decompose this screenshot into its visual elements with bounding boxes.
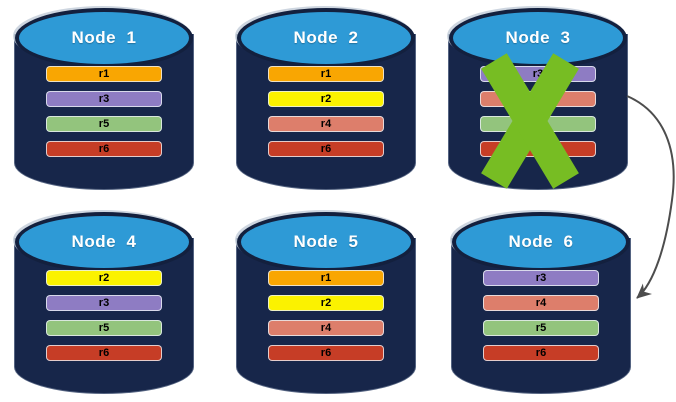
replica-label: r5	[98, 117, 110, 130]
node-5-cylinder: Node 5 r1 r2 r4 r6	[236, 212, 416, 394]
recovery-arrow-path	[626, 95, 675, 299]
replica-label: r1	[320, 271, 332, 284]
node-5-title: Node 5	[293, 232, 359, 251]
replica-bar: r2	[268, 295, 384, 311]
replica-label: r4	[320, 117, 332, 130]
replica-label: r6	[535, 346, 547, 359]
replica-label: r5	[98, 321, 110, 334]
replica-label: r6	[98, 142, 110, 155]
replica-bar: r6	[483, 345, 599, 361]
replica-label: r4	[320, 321, 332, 334]
replica-bar: r5	[46, 116, 162, 132]
replica-bar: r3	[483, 270, 599, 286]
replica-label: r6	[320, 142, 332, 155]
node-2-replica-list: r1 r2 r4 r6	[268, 66, 384, 157]
replica-bar: r5	[46, 320, 162, 336]
replica-bar: r4	[268, 320, 384, 336]
node-4-cylinder-top: Node 4	[15, 212, 193, 272]
node-2-cylinder: Node 2 r1 r2 r4 r6	[236, 8, 416, 190]
replica-bar: r2	[46, 270, 162, 286]
node-3-title: Node 3	[505, 28, 571, 47]
replica-label: r1	[98, 67, 110, 80]
node-4-title: Node 4	[71, 232, 137, 251]
replica-bar: r5	[483, 320, 599, 336]
node-1-title: Node 1	[71, 28, 137, 47]
replica-label: r3	[532, 67, 544, 80]
replica-bar: r1	[268, 270, 384, 286]
replica-label: r6	[98, 346, 110, 359]
replica-bar: r3	[46, 91, 162, 107]
replica-label: r1	[320, 67, 332, 80]
replica-label: r2	[98, 271, 110, 284]
replica-label: r5	[535, 321, 547, 334]
node-4-cylinder: Node 4 r2 r3 r5 r6	[14, 212, 194, 394]
replica-label: r4	[535, 296, 547, 309]
replica-bar: r6	[46, 141, 162, 157]
replica-label: r2	[320, 92, 332, 105]
node-1-cylinder: Node 1 r1 r3 r5 r6	[14, 8, 194, 190]
node-2-title: Node 2	[293, 28, 359, 47]
node-5-replica-list: r1 r2 r4 r6	[268, 270, 384, 361]
node-1-cylinder-top: Node 1	[15, 8, 193, 68]
replica-label: r3	[535, 271, 547, 284]
node-6-replica-list: r3 r4 r5 r6	[483, 270, 599, 361]
replica-bar: r4	[483, 295, 599, 311]
replica-bar: r4	[268, 116, 384, 132]
node-3-cylinder: Node 3 r3 r4 r5 r6	[448, 8, 628, 190]
node-6-title: Node 6	[508, 232, 574, 251]
replica-label: r3	[98, 92, 110, 105]
replica-bar: r1	[268, 66, 384, 82]
replica-bar: r2	[268, 91, 384, 107]
replica-label: r3	[98, 296, 110, 309]
replica-label: r6	[320, 346, 332, 359]
replica-bar: r6	[268, 345, 384, 361]
node-1-replica-list: r1 r3 r5 r6	[46, 66, 162, 157]
replica-label: r2	[320, 296, 332, 309]
node-6-cylinder: Node 6 r3 r4 r5 r6	[451, 212, 631, 394]
replica-bar: r6	[46, 345, 162, 361]
replica-bar: r6	[268, 141, 384, 157]
node-6-cylinder-top: Node 6	[452, 212, 630, 272]
node-5-cylinder-top: Node 5	[237, 212, 415, 272]
node-3-cylinder-top: Node 3	[449, 8, 627, 68]
node-4-replica-list: r2 r3 r5 r6	[46, 270, 162, 361]
replica-bar: r3	[46, 295, 162, 311]
replica-bar: r1	[46, 66, 162, 82]
node-2-cylinder-top: Node 2	[237, 8, 415, 68]
